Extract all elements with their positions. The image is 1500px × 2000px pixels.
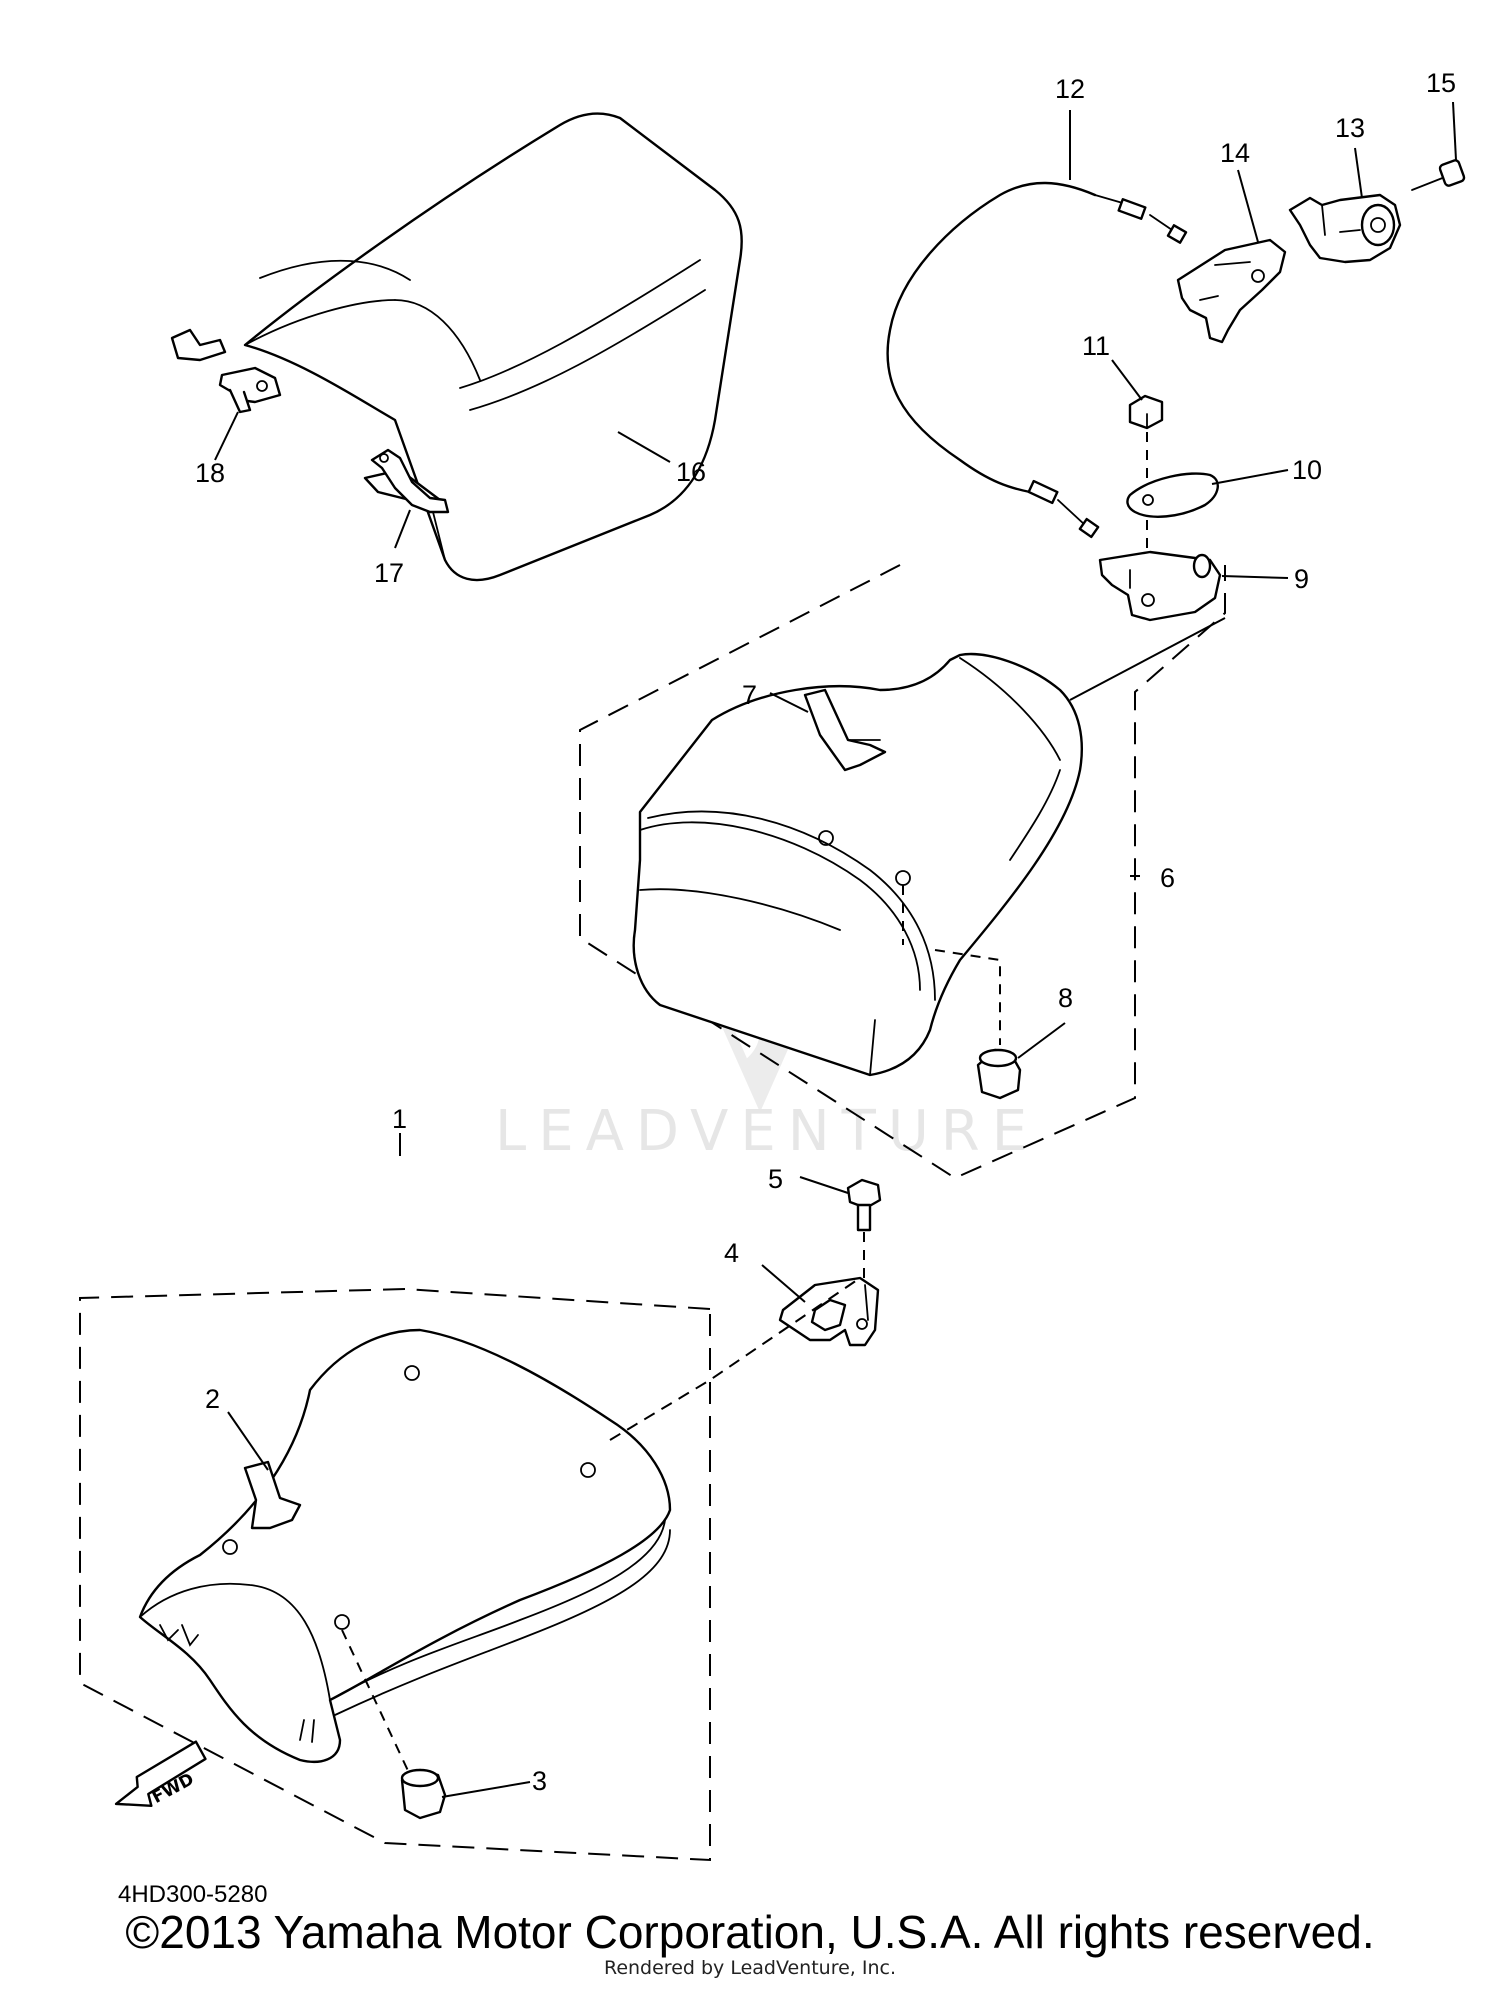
callout-15: 15 [1426,68,1456,98]
callouts: 1 2 3 4 5 6 7 8 9 10 11 12 13 14 15 16 1… [195,68,1456,1796]
callout-12: 12 [1055,74,1085,104]
callout-9: 9 [1294,564,1309,594]
callout-2: 2 [205,1384,220,1414]
callout-8: 8 [1058,983,1073,1013]
callout-6: 6 [1160,863,1175,893]
screw-part-15 [1411,159,1466,191]
callout-7: 7 [742,680,757,710]
callout-11: 11 [1082,331,1110,361]
plate-part-10 [1126,472,1219,560]
damper-part-8 [902,885,1022,1100]
seat-cowl-part-16 [170,112,743,582]
assembly-boundary-part-1 [79,1288,711,1862]
lock-hook-part-9 [1098,550,1222,622]
seat-lock-part-13 [1288,193,1402,264]
fwd-arrow-icon: FWD [114,1740,207,1808]
lock-bracket-part-14 [1176,238,1287,344]
callout-17: 17 [374,558,404,588]
bolt-part-5 [846,1178,882,1280]
front-seat-part-1 [138,1328,672,1763]
callout-1: 1 [392,1104,407,1134]
strap-part-7 [803,688,887,772]
nut-part-11 [1128,394,1164,480]
callout-10: 10 [1292,455,1322,485]
seat-lock-cable-part-12 [886,181,1188,539]
hinge-part-4 [778,1276,880,1347]
leader-lines [214,101,1457,1798]
rendered-by-notice: Rendered by LeadVenture, Inc. [603,1957,897,1979]
damper-part-3 [341,1629,447,1820]
callout-3: 3 [532,1766,547,1796]
callout-18: 18 [195,458,225,488]
bracket-part-18 [218,366,282,414]
copyright-notice: ©2013 Yamaha Motor Corporation, U.S.A. A… [125,1906,1375,1958]
bracket-part-17 [370,448,450,514]
strap-part-2 [243,1460,302,1530]
callout-5: 5 [768,1164,783,1194]
diagram-code: 4HD300-5280 [118,1881,267,1908]
rider-seat-part-6 [632,652,1083,1077]
callout-14: 14 [1220,138,1250,168]
callout-4: 4 [724,1238,739,1268]
watermark-text: LEADVENTURE [495,1099,1039,1164]
callout-16: 16 [676,457,706,487]
callout-13: 13 [1335,113,1365,143]
